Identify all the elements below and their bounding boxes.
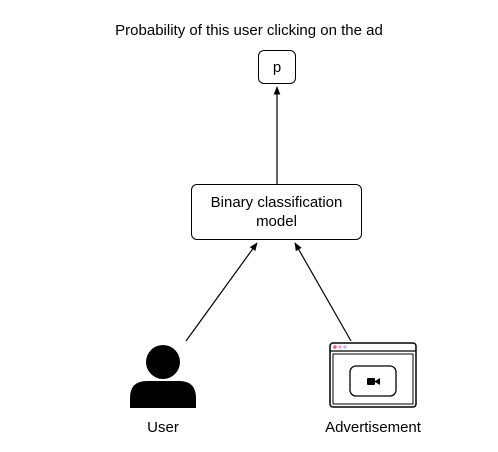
- video-camera-icon: [367, 378, 380, 385]
- window-dot-icon: [338, 345, 342, 349]
- model-node-label: Binary classification model: [210, 194, 343, 230]
- output-caption: Probability of this user clicking on the…: [115, 22, 383, 39]
- window-dot-icon: [333, 345, 337, 349]
- browser-window-video-icon: [329, 342, 417, 408]
- person-icon: [130, 345, 196, 408]
- output-node: p: [258, 50, 296, 84]
- window-dot-icon: [343, 345, 347, 349]
- edge-user-to-model: [185, 242, 258, 342]
- advertisement-label: Advertisement: [325, 419, 421, 436]
- user-label: User: [147, 419, 179, 436]
- output-node-label: p: [272, 58, 282, 76]
- edge-ad-to-model: [294, 242, 352, 342]
- model-node: Binary classification model: [191, 184, 362, 240]
